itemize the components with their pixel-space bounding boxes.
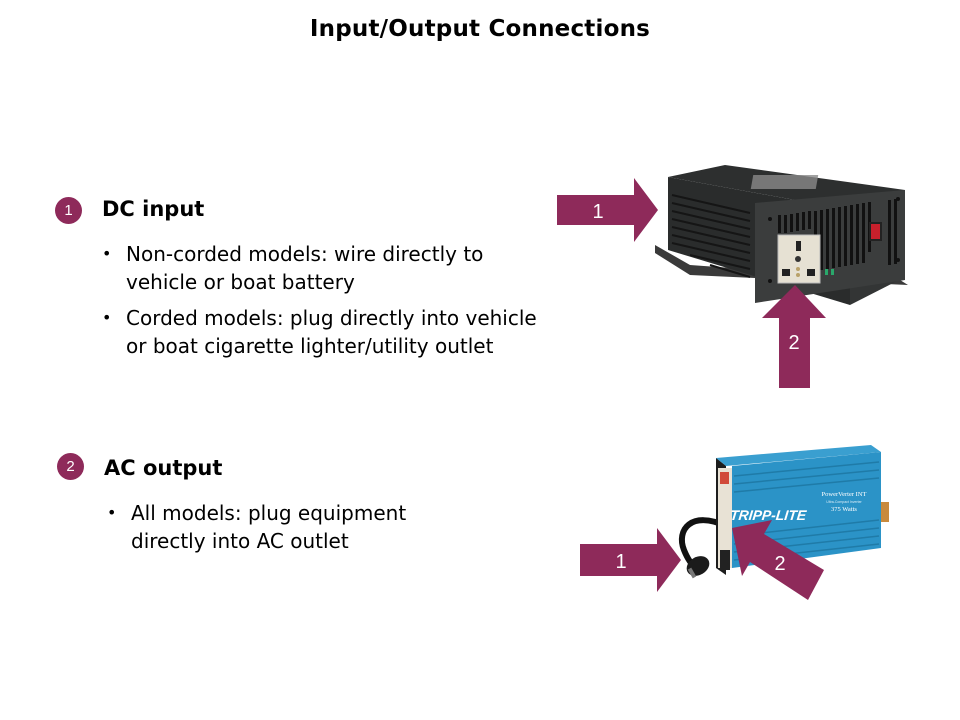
bullet-text: Non-corded models: wire directly to vehi… [126, 242, 484, 294]
model-subtitle: Ultra-Compact Inverter [826, 500, 862, 504]
arrow-2-ac-output-bottom: 2 [732, 520, 824, 600]
dc-input-bullet-list: • Non-corded models: wire directly to veh… [102, 240, 542, 368]
section-heading-dc-input: DC input [102, 197, 205, 221]
bullet-item: • Corded models: plug directly into vehic… [102, 304, 542, 360]
arrow-label: 1 [592, 201, 603, 223]
slide-title: Input/Output Connections [309, 16, 651, 42]
model-name: PowerVerter INT [822, 491, 867, 498]
section-number-badge: 1 [55, 197, 82, 224]
section-heading-ac-output: AC output [104, 456, 223, 480]
section-number-badge: 2 [57, 453, 84, 480]
arrow-label: 1 [615, 551, 626, 573]
bullet-text: All models: plug equipment directly into… [131, 501, 407, 553]
brand-logo: TRIPP-LITE [729, 507, 807, 523]
arrow-label: 2 [774, 553, 785, 575]
arrow-1-dc-input-top: 1 [557, 178, 658, 242]
bullet-glyph: • [107, 503, 117, 522]
bullet-item: • Non-corded models: wire directly to veh… [102, 240, 542, 296]
bullet-glyph: • [102, 244, 112, 263]
bullet-glyph: • [102, 308, 112, 327]
black-inverter-image [655, 165, 908, 305]
arrow-label: 2 [788, 332, 799, 354]
wattage-label: 375 Watts [831, 506, 857, 513]
arrow-2-ac-output-top: 2 [762, 285, 826, 388]
ac-output-bullet-list: • All models: plug equipment directly int… [107, 499, 487, 563]
bullet-item: • All models: plug equipment directly int… [107, 499, 487, 555]
arrow-1-dc-input-bottom: 1 [580, 528, 681, 592]
bullet-text: Corded models: plug directly into vehicl… [126, 306, 537, 358]
